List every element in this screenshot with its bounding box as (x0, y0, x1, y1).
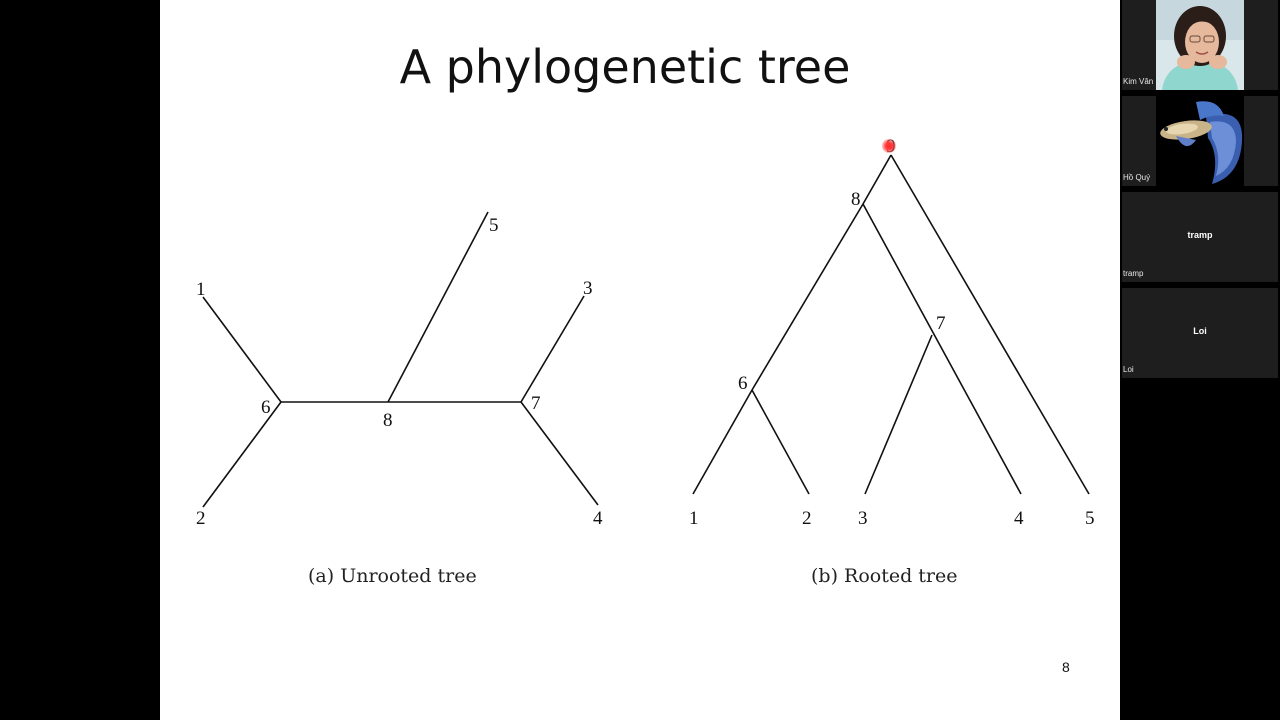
unrooted-edge-2-6 (202, 401, 282, 508)
participant-center-label-loi: Loi (1193, 326, 1207, 336)
rooted-edge-6-2 (751, 389, 810, 495)
laser-pointer-dot (882, 139, 896, 153)
unrooted-node-1: 1 (196, 279, 206, 300)
slide-page-number: 8 (1062, 659, 1070, 675)
participant-tile-loi[interactable]: Loi Loi (1122, 288, 1278, 378)
rooted-node-8: 8 (851, 189, 861, 210)
participant-name-loi: Loi (1123, 365, 1134, 374)
rooted-node-6: 6 (738, 373, 748, 394)
rooted-tree-labels: 1 2 3 4 5 6 7 8 9 (689, 136, 1095, 529)
unrooted-edge-7-4 (520, 401, 599, 506)
rooted-node-4: 4 (1014, 508, 1024, 529)
rooted-tree (692, 154, 1090, 495)
unrooted-node-4: 4 (593, 508, 603, 529)
rooted-tree-caption: (b) Rooted tree (811, 565, 958, 587)
rooted-edge-8-4 (862, 203, 1022, 495)
participant-tile-ho-quy[interactable]: Hồ Quý (1122, 96, 1278, 186)
rooted-node-2: 2 (802, 508, 812, 529)
rooted-node-5: 5 (1085, 508, 1095, 529)
participant-name-kim-van: Kim Vân (1123, 77, 1154, 86)
rooted-edge-6-1 (692, 389, 753, 495)
rooted-node-3: 3 (858, 508, 868, 529)
unrooted-edge-8-5 (387, 211, 489, 403)
betta-fish-image (1156, 96, 1244, 186)
rooted-edge-9-5 (890, 154, 1090, 495)
unrooted-tree-caption: (a) Unrooted tree (308, 565, 477, 587)
participant-tile-tramp[interactable]: tramp tramp (1122, 192, 1278, 282)
rooted-edge-9-8 (862, 154, 892, 205)
unrooted-edge-1-6 (202, 296, 282, 403)
unrooted-node-6: 6 (261, 397, 271, 418)
participant-center-label-tramp: tramp (1187, 230, 1213, 240)
slide-title: A phylogenetic tree (399, 40, 851, 94)
unrooted-edge-7-3 (520, 295, 585, 403)
participant-name-ho-quy: Hồ Quý (1123, 173, 1151, 182)
webcam-person-image (1156, 0, 1244, 90)
rooted-node-7: 7 (936, 313, 946, 334)
rooted-node-1: 1 (689, 508, 699, 529)
unrooted-tree (202, 211, 599, 508)
unrooted-node-8: 8 (383, 410, 393, 431)
unrooted-node-5: 5 (489, 215, 499, 236)
participant-name-tramp: tramp (1123, 269, 1144, 278)
participant-video-ho-quy (1156, 96, 1244, 186)
participant-tile-kim-van[interactable]: Kim Vân (1122, 0, 1278, 90)
phylogenetic-trees-figure: 1 2 3 4 5 6 7 8 (a) Unrooted tree (196, 136, 1095, 587)
unrooted-node-2: 2 (196, 508, 206, 529)
unrooted-tree-labels: 1 2 3 4 5 6 7 8 (196, 215, 603, 529)
participant-sidebar: Kim Vân Hồ Quý tramp tramp (1120, 0, 1280, 720)
rooted-edge-7-3 (864, 334, 933, 495)
unrooted-node-3: 3 (583, 278, 593, 299)
participant-video-kim-van (1156, 0, 1244, 90)
unrooted-node-7: 7 (531, 393, 541, 414)
shared-slide: A phylogenetic tree 1 2 3 4 5 6 7 8 (160, 0, 1120, 720)
rooted-edge-8-6 (751, 203, 864, 391)
